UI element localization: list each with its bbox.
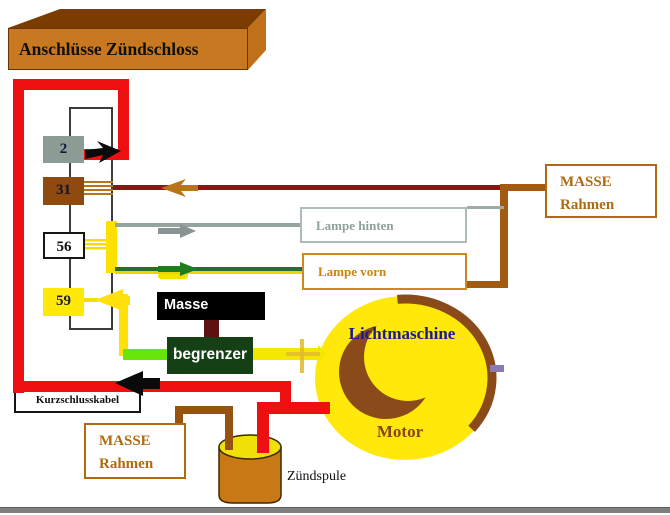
lichtmaschine-label: Lichtmaschine [348,324,456,343]
masse-label: MASSE [99,433,151,449]
regulator-wire-59 [84,289,167,360]
window-bottom-border [0,507,670,513]
arrow-right-icon [158,224,196,238]
lampe-hinten-box: Lampe hinten [300,207,467,243]
kurzschlusskabel-box: Kurzschlusskabel [14,387,141,413]
arrow-left-icon [95,289,130,311]
lampe-vorn-box: Lampe vorn [302,253,467,290]
begrenzer-output-wire [252,339,327,373]
masse-label: MASSE [560,174,612,190]
motor-label: Motor [376,422,424,441]
coil-top [218,434,282,460]
arrow-right-icon [158,262,198,276]
zuendspule-label: Zündspule [287,469,347,484]
masse-begrenzer-connector [204,318,219,339]
masse-rahmen-box-top: MASSE Rahmen [545,164,657,218]
terminal-2: 2 [43,136,84,163]
title-box-side-face [248,9,266,70]
terminal-56: 56 [43,232,85,259]
masse-box: Masse [157,292,265,320]
terminal-59: 59 [43,288,84,316]
masse-rahmen-box-bottom: MASSE Rahmen [84,423,186,479]
diagram-title-text: Anschlüsse Zündschloss [19,39,199,59]
begrenzer-box: begrenzer [167,337,253,374]
arrow-left-icon [161,179,198,197]
motor-rim-arc [397,294,497,432]
lamp-wires-56 [85,221,304,279]
rahmen-label: Rahmen [99,456,154,473]
coil-body [218,446,282,504]
terminal-31: 31 [43,177,84,205]
rahmen-label: Rahmen [560,197,615,214]
diagram-title: Anschlüsse Zündschloss [8,28,248,70]
motor-terminal-tick [490,365,504,372]
arrow-right-icon [85,141,121,163]
title-box-top-face [8,9,266,28]
zuendspule-coil [218,434,282,504]
